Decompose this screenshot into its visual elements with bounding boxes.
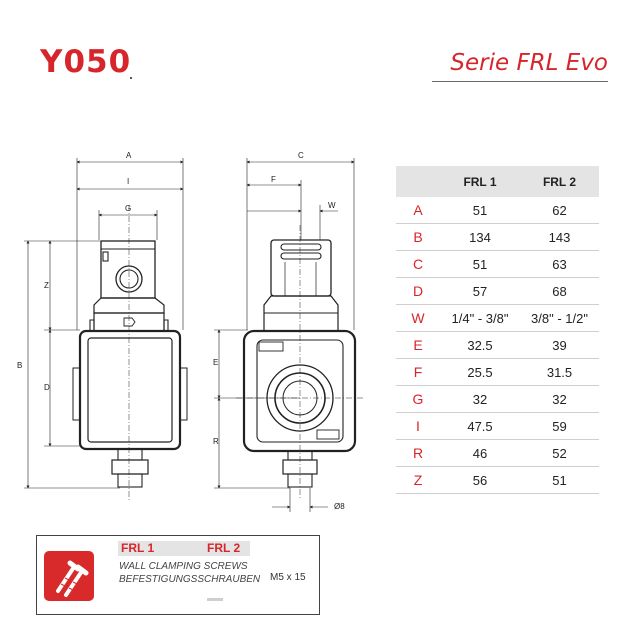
dim-letter: G — [396, 385, 440, 413]
model-code: Y050 — [40, 44, 132, 80]
dim-letter: Z — [396, 466, 440, 494]
series-rule — [432, 81, 608, 82]
dim-letter: W — [396, 304, 440, 332]
frl1-value: 51 — [440, 250, 520, 278]
dim-letter: R — [396, 439, 440, 467]
front-label-a: A — [126, 151, 132, 160]
front-label-d: D — [44, 383, 50, 392]
note-line-english: WALL CLAMPING SCREWS — [119, 561, 248, 572]
frl1-value: 57 — [440, 277, 520, 305]
side-label-r: R — [213, 437, 219, 446]
front-label-z: Z — [44, 281, 49, 290]
frl2-value: 59 — [520, 412, 599, 440]
front-label-g: G — [125, 204, 131, 213]
front-view — [24, 158, 188, 500]
frl2-value: 31.5 — [520, 358, 599, 386]
frl2-value: 52 — [520, 439, 599, 467]
note-header-bar — [118, 541, 250, 556]
frl1-value: 1/4" - 3/8" — [440, 304, 520, 332]
frl2-value: 63 — [520, 250, 599, 278]
side-label-diameter: Ø8 — [334, 502, 345, 511]
table-header-row: FRL 1 FRL 2 — [396, 166, 599, 197]
frl2-value: 62 — [520, 197, 599, 224]
table-header-frl2: FRL 2 — [520, 166, 599, 197]
series-title: Serie FRL Evo — [450, 50, 608, 76]
side-label-w: W — [328, 201, 336, 210]
note-underbar — [207, 598, 223, 601]
note-screw-spec: M5 x 15 — [270, 572, 306, 583]
stray-dot — [130, 77, 132, 79]
dim-letter: D — [396, 277, 440, 305]
frl2-value: 143 — [520, 223, 599, 251]
side-label-e: E — [213, 358, 218, 367]
frl2-value: 32 — [520, 385, 599, 413]
frl1-value: 32.5 — [440, 331, 520, 359]
screws-icon — [44, 551, 94, 601]
side-view — [214, 158, 364, 512]
table-header-frl1: FRL 1 — [440, 166, 520, 197]
dim-letter: F — [396, 358, 440, 386]
frl1-value: 56 — [440, 466, 520, 494]
frl2-value: 3/8" - 1/2" — [520, 304, 599, 332]
table-header-blank — [396, 166, 440, 197]
frl2-value: 39 — [520, 331, 599, 359]
frl1-value: 25.5 — [440, 358, 520, 386]
front-label-b: B — [17, 361, 22, 370]
frl2-value: 68 — [520, 277, 599, 305]
dim-letter: A — [396, 197, 440, 224]
frl2-value: 51 — [520, 466, 599, 494]
frl1-value: 46 — [440, 439, 520, 467]
frl1-value: 51 — [440, 197, 520, 224]
frl1-value: 32 — [440, 385, 520, 413]
note-line-german: BEFESTIGUNGSSCHRAUBEN — [119, 574, 261, 585]
dim-letter: B — [396, 223, 440, 251]
note-frl2-label: FRL 2 — [207, 541, 241, 555]
dim-letter: C — [396, 250, 440, 278]
frl1-value: 134 — [440, 223, 520, 251]
front-label-i: I — [127, 177, 129, 186]
dim-letter: I — [396, 412, 440, 440]
frl1-value: 47.5 — [440, 412, 520, 440]
side-label-f: F — [271, 175, 276, 184]
note-frl1-label: FRL 1 — [121, 541, 155, 555]
side-label-c: C — [298, 151, 304, 160]
dim-letter: E — [396, 331, 440, 359]
